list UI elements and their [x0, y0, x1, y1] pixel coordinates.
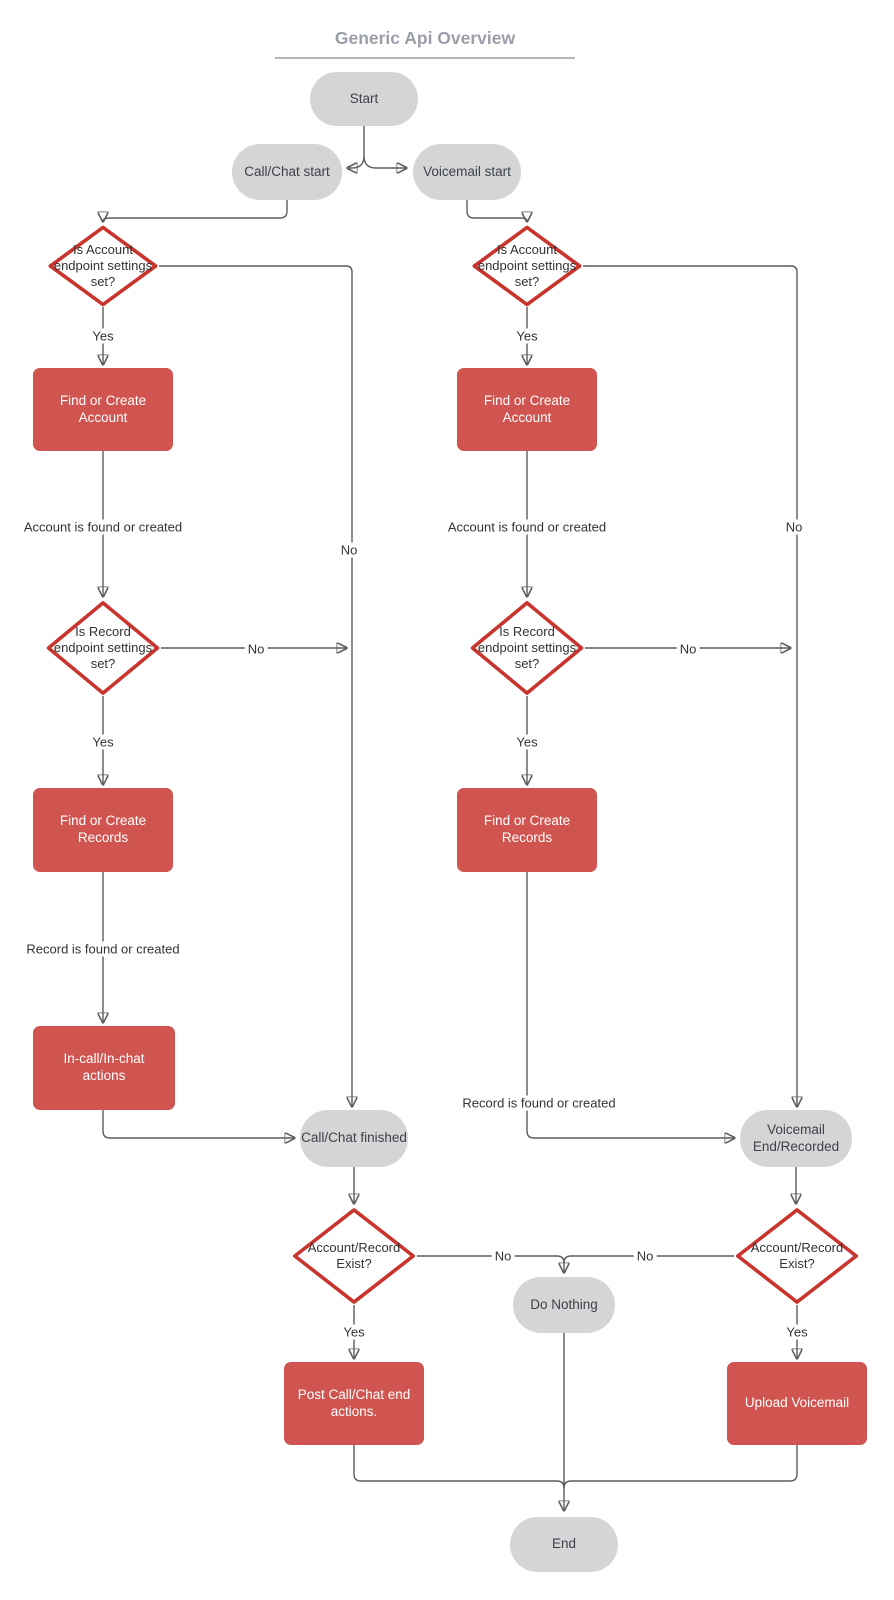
edge-label-yes-exist-left: Yes: [340, 1324, 368, 1340]
edge-acct-no-right: [583, 265, 797, 1106]
edge-label-record-found-left: Record is found or created: [23, 941, 183, 957]
node-call-chat-start: Call/Chat start: [232, 144, 342, 200]
diamond-shape: [734, 1207, 860, 1305]
edge-label-no-record-left: No: [244, 641, 268, 657]
node-exist-left: Account/Record Exist?: [291, 1207, 417, 1305]
node-post-call-actions-label: Post Call/Chat end actions.: [297, 1386, 411, 1419]
node-is-account-set-left: Is Account endpoint settings set?: [47, 225, 159, 307]
node-call-chat-finished: Call/Chat finished: [300, 1110, 408, 1167]
edge-start-to-voicemail: [363, 155, 406, 168]
node-find-records-right: Find or Create Records: [457, 788, 597, 872]
node-start-label: Start: [349, 90, 379, 106]
edge-callchat-to-acct-diamond: [103, 200, 288, 221]
node-in-call-actions: In-call/In-chat actions: [33, 1026, 175, 1110]
node-do-nothing-label: Do Nothing: [530, 1296, 598, 1312]
node-find-records-right-label: Find or Create Records: [483, 813, 571, 845]
edge-upload-to-end: [563, 1445, 798, 1489]
node-find-account-left-label: Find or Create Account: [59, 392, 147, 425]
edge-label-no-exist-right: No: [633, 1248, 657, 1264]
node-exist-right: Account/Record Exist?: [734, 1207, 860, 1305]
node-start: Start: [310, 72, 418, 126]
edge-label-account-found-right: Account is found or created: [444, 519, 610, 535]
node-is-record-set-left: Is Record endpoint settings set?: [45, 600, 161, 696]
edge-label-no-account-right: No: [782, 519, 806, 535]
node-find-account-left: Find or Create Account: [33, 368, 173, 451]
edge-acct-no-left: [159, 265, 352, 1106]
edge-label-no-exist-left: No: [491, 1248, 515, 1264]
node-voicemail-start: Voicemail start: [413, 144, 521, 200]
node-is-record-set-right: Is Record endpoint settings set?: [469, 600, 585, 696]
node-upload-voicemail-label: Upload Voicemail: [744, 1395, 850, 1411]
node-voicemail-end: Voicemail End/Recorded: [740, 1110, 852, 1167]
node-end-label: End: [551, 1536, 577, 1552]
node-post-call-actions: Post Call/Chat end actions.: [284, 1362, 424, 1445]
node-call-chat-start-label: Call/Chat start: [244, 163, 330, 179]
edge-label-account-found-left: Account is found or created: [20, 519, 186, 535]
node-voicemail-start-label: Voicemail start: [423, 163, 511, 179]
node-end: End: [510, 1517, 618, 1572]
node-upload-voicemail: Upload Voicemail: [727, 1362, 867, 1445]
diamond-shape: [469, 600, 585, 696]
edge-label-yes-account-right: Yes: [513, 328, 541, 344]
node-in-call-actions-label: In-call/In-chat actions: [63, 1051, 145, 1083]
edge-label-no-record-right: No: [676, 641, 700, 657]
edge-postcall-to-end: [353, 1445, 565, 1489]
node-find-records-left-label: Find or Create Records: [59, 813, 147, 845]
node-find-account-right: Find or Create Account: [457, 368, 597, 451]
node-find-account-right-label: Find or Create Account: [483, 392, 571, 425]
diamond-shape: [471, 225, 583, 307]
node-voicemail-end-label: Voicemail End/Recorded: [752, 1121, 840, 1154]
edge-label-no-account-left: No: [337, 542, 361, 558]
node-is-account-set-right: Is Account endpoint settings set?: [471, 225, 583, 307]
edge-incall-to-finished: [102, 1110, 294, 1138]
node-call-chat-finished-label: Call/Chat finished: [301, 1130, 407, 1146]
diamond-shape: [45, 600, 161, 696]
edge-label-record-found-right: Record is found or created: [459, 1095, 619, 1111]
edge-voicemail-to-acct-diamond: [466, 200, 527, 221]
edge-label-yes-record-right: Yes: [513, 734, 541, 750]
edge-label-yes-account-left: Yes: [89, 328, 117, 344]
edge-start-to-callchat: [348, 126, 365, 168]
edge-label-yes-record-left: Yes: [89, 734, 117, 750]
diamond-shape: [47, 225, 159, 307]
edge-label-yes-exist-right: Yes: [783, 1324, 811, 1340]
diamond-shape: [291, 1207, 417, 1305]
node-find-records-left: Find or Create Records: [33, 788, 173, 872]
edge-exist-no-right: [563, 1255, 734, 1264]
edge-exist-no-left: [417, 1255, 564, 1272]
diagram-title: Generic Api Overview: [275, 28, 575, 59]
node-do-nothing: Do Nothing: [513, 1277, 615, 1333]
edge-records-to-voicemail-end: [526, 872, 734, 1138]
